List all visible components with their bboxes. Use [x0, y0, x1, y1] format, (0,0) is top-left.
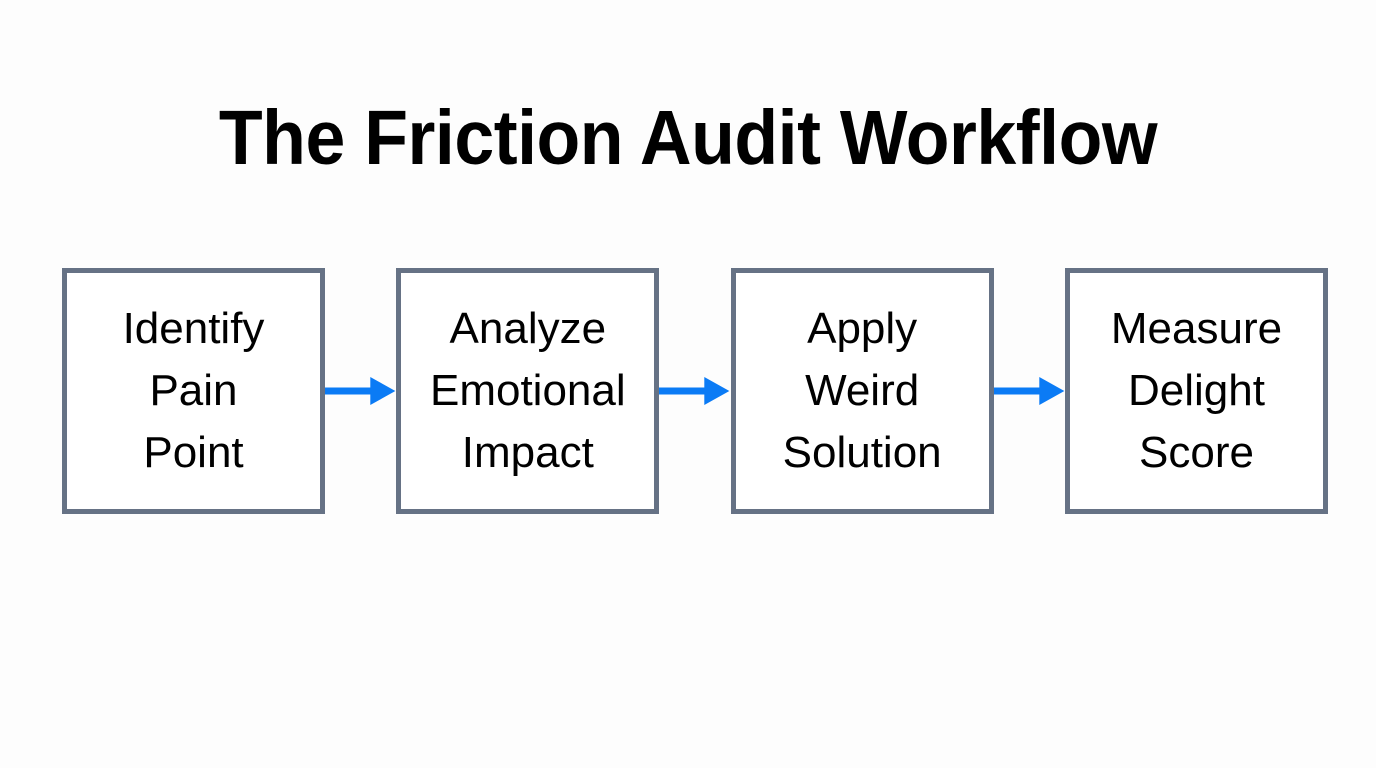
- arrow-right-icon: [325, 376, 396, 406]
- step-label-line: Analyze: [449, 304, 607, 353]
- step-label-line: Solution: [782, 428, 942, 477]
- step-label-line: Delight: [1128, 366, 1265, 415]
- step-box-apply-weird-solution[interactable]: Apply Weird Solution: [730, 268, 994, 514]
- step-label-line: Score: [1139, 428, 1254, 477]
- step-label-line: Pain: [149, 366, 238, 415]
- connector-1-to-2: [325, 268, 396, 514]
- workflow-diagram: Identify Pain Point Analyze Emotional Im…: [62, 268, 1328, 514]
- step-label-line: Apply: [807, 304, 918, 353]
- page-title: The Friction Audit Workflow: [218, 95, 1158, 181]
- connector-2-to-3: [659, 268, 730, 514]
- step-box-identify-pain-point[interactable]: Identify Pain Point: [62, 268, 325, 514]
- step-label-line: Point: [143, 428, 244, 477]
- arrow-right-icon: [993, 376, 1065, 406]
- step-box-measure-delight-score[interactable]: Measure Delight Score: [1064, 268, 1328, 514]
- step-label-line: Weird: [805, 366, 920, 415]
- step-label-line: Measure: [1110, 304, 1283, 353]
- connector-3-to-4: [993, 268, 1065, 514]
- arrow-right-icon: [659, 376, 730, 406]
- step-box-analyze-emotional-impact[interactable]: Analyze Emotional Impact: [396, 268, 660, 514]
- step-label-line: Emotional: [429, 366, 626, 415]
- step-label-line: Identify: [122, 304, 265, 353]
- step-label-line: Impact: [461, 428, 594, 477]
